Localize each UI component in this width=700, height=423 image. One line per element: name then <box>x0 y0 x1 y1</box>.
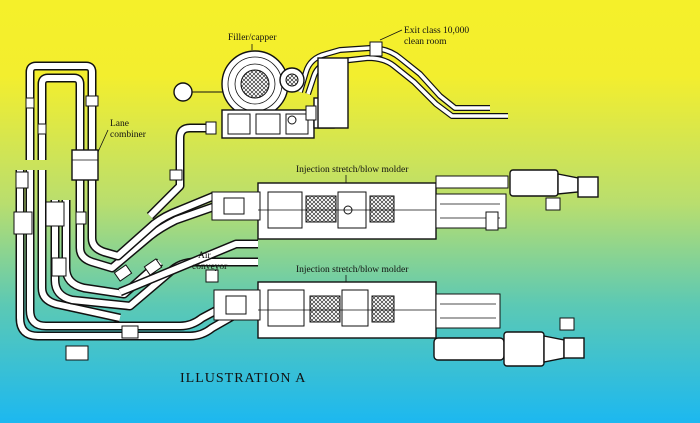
air-conveyor-label-line2: conveyor <box>192 262 228 272</box>
air-conveyor-fitting <box>205 269 219 283</box>
exit-label-line2: clean room <box>404 37 447 47</box>
molder-top-label: Injection stretch/blow molder <box>296 165 409 175</box>
bottom-molder-machine <box>213 281 585 367</box>
exit-label-line1: Exit class 10,000 <box>404 26 469 36</box>
air-conveyor-label-line1: Air <box>198 251 212 261</box>
lane-combiner-label-line2: combiner <box>110 130 147 140</box>
pipe-fittings <box>13 41 383 361</box>
lane-combiner-label-line1: Lane <box>110 119 129 129</box>
lane-combiner <box>71 149 99 181</box>
filler-capper-label: Filler/capper <box>228 33 277 43</box>
illustration-caption: ILLUSTRATION A <box>180 371 306 386</box>
diagram-labels: Filler/capper Exit class 10,000 clean ro… <box>97 26 469 386</box>
filler-capper-machine <box>173 50 349 139</box>
air-conveyor-pipes <box>15 45 508 341</box>
top-molder-machine <box>211 169 599 240</box>
molder-bottom-label: Injection stretch/blow molder <box>296 265 409 275</box>
